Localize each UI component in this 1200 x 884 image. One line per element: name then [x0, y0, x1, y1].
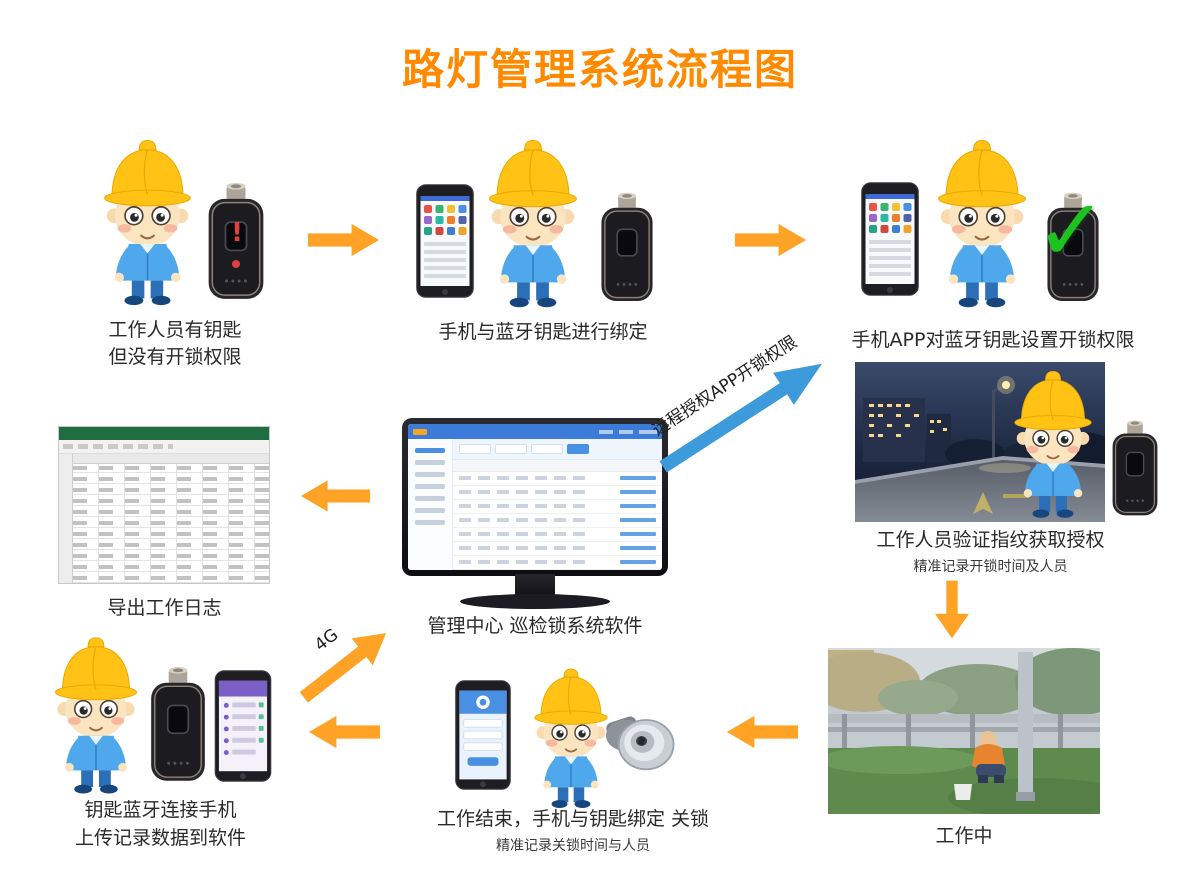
- worker-icon: [474, 132, 592, 312]
- step-upload-records: 钥匙蓝牙连接手机 上传记录数据到软件: [28, 622, 293, 857]
- excel-column-headers: [59, 454, 269, 464]
- uplink-arrow: [299, 633, 387, 703]
- arrow-working-to-finish: [726, 715, 798, 749]
- export-log-caption: 导出工作日志: [107, 597, 222, 619]
- field-work-photo: [828, 648, 1100, 814]
- authorized-check-icon: ✓: [1035, 181, 1108, 281]
- step1-caption-line2: 但没有开锁权限: [108, 346, 242, 368]
- remote-auth-arrow-group: 远程授权APP开锁权限: [628, 322, 843, 473]
- arrow-step1-to-step2: [308, 223, 380, 257]
- step-bind-phone-key: 手机与蓝牙钥匙进行绑定: [408, 132, 678, 362]
- step6-caption: 工作结束，手机与钥匙绑定 关锁: [436, 808, 710, 830]
- arrow-fingerprint-to-working: [934, 580, 970, 639]
- export-log-group: 导出工作日志: [52, 424, 277, 619]
- step7-caption-line2: 上传记录数据到软件: [74, 827, 246, 849]
- step-finish-lock: 工作结束，手机与钥匙绑定 关锁 精准记录关锁时间与人员: [428, 652, 718, 862]
- step-working: 工作中: [828, 648, 1103, 858]
- dashboard-sidebar: [408, 439, 453, 570]
- excel-grid: [72, 463, 269, 583]
- arrow-step2-to-step3: [735, 223, 807, 257]
- page-title: 路灯管理系统流程图: [401, 45, 798, 94]
- management-monitor: [402, 418, 668, 610]
- excel-ribbon: [59, 440, 269, 454]
- smartphone-icon: [455, 680, 511, 790]
- bluetooth-key-icon: [596, 190, 658, 304]
- bluetooth-key-icon: [1108, 418, 1162, 518]
- excel-log-screenshot: [58, 426, 270, 584]
- management-center-group: 管理中心 巡检锁系统软件: [400, 418, 670, 643]
- step3-caption: 手机APP对蓝牙钥匙设置开锁权限: [851, 329, 1135, 351]
- arrow-finish-to-upload: [308, 715, 380, 749]
- step-set-unlock-permission: ✓ 手机APP对蓝牙钥匙设置开锁权限: [843, 132, 1143, 372]
- management-center-caption: 管理中心 巡检锁系统软件: [427, 615, 643, 637]
- worker-icon: [923, 132, 1041, 312]
- uplink-arrow-group: 4G: [278, 598, 400, 703]
- worker-icon: [1000, 364, 1106, 522]
- dashboard-navbar: [408, 424, 662, 439]
- step4-note: 精准记录开锁时间及人员: [913, 559, 1068, 575]
- bluetooth-key-icon: [146, 664, 210, 784]
- excel-row-headers: [59, 454, 73, 583]
- smartphone-icon: [416, 184, 474, 298]
- step5-caption: 工作中: [935, 825, 993, 847]
- worker-icon: [40, 630, 152, 798]
- smartphone-icon: [214, 670, 272, 782]
- step2-caption: 手机与蓝牙钥匙进行绑定: [438, 321, 648, 343]
- step6-note: 精准记录关锁时间与人员: [496, 838, 650, 854]
- dashboard-logo: [413, 428, 427, 435]
- dashboard-table: [453, 439, 662, 570]
- arrow-center-to-export: [300, 480, 370, 512]
- worker-icon: [516, 662, 626, 812]
- alert-led-icon: [232, 260, 240, 268]
- monitor-base: [460, 594, 610, 609]
- step-fingerprint-auth: 工作人员验证指纹获取授权 精准记录开锁时间及人员: [848, 360, 1178, 575]
- excel-title-bar: [59, 427, 269, 440]
- smartphone-icon: [861, 182, 919, 296]
- step1-caption-line1: 工作人员有钥匙: [108, 319, 242, 341]
- step4-caption: 工作人员验证指纹获取授权: [876, 529, 1105, 551]
- remote-auth-arrow: [659, 363, 822, 473]
- monitor-screen: [408, 424, 662, 570]
- step7-caption-line1: 钥匙蓝牙连接手机: [84, 799, 237, 821]
- worker-icon: [90, 132, 205, 310]
- step-has-key-no-permission: ! 工作人员有钥匙 但没有开锁权限: [55, 132, 295, 372]
- no-permission-icon: !: [231, 218, 243, 248]
- monitor-frame: [402, 418, 668, 576]
